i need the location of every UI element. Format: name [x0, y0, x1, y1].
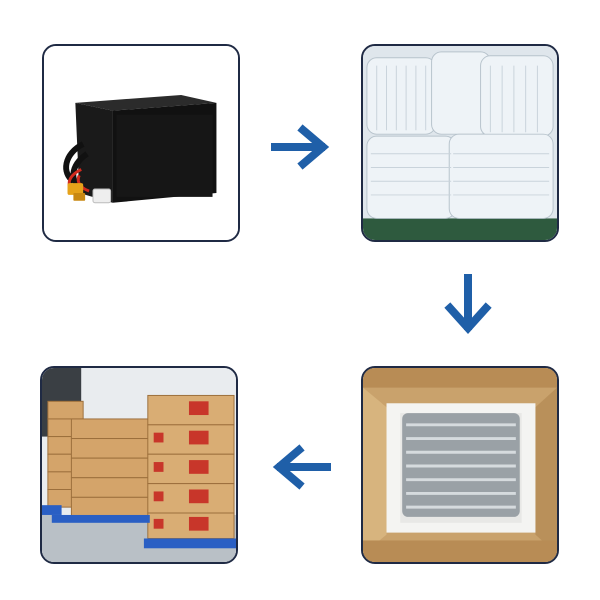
arrow-right-icon [271, 124, 331, 170]
battery-pack-panel [42, 44, 240, 242]
arrow-left-icon [271, 444, 331, 490]
battery-image [44, 46, 238, 240]
carton-box-image [363, 368, 557, 562]
warehouse-pallet-image [42, 368, 236, 562]
air-bag-image [363, 46, 557, 240]
arrow-down-icon [440, 274, 496, 336]
palletized-cartons-panel [40, 366, 238, 564]
boxed-battery-panel [361, 366, 559, 564]
air-column-bags-panel [361, 44, 559, 242]
